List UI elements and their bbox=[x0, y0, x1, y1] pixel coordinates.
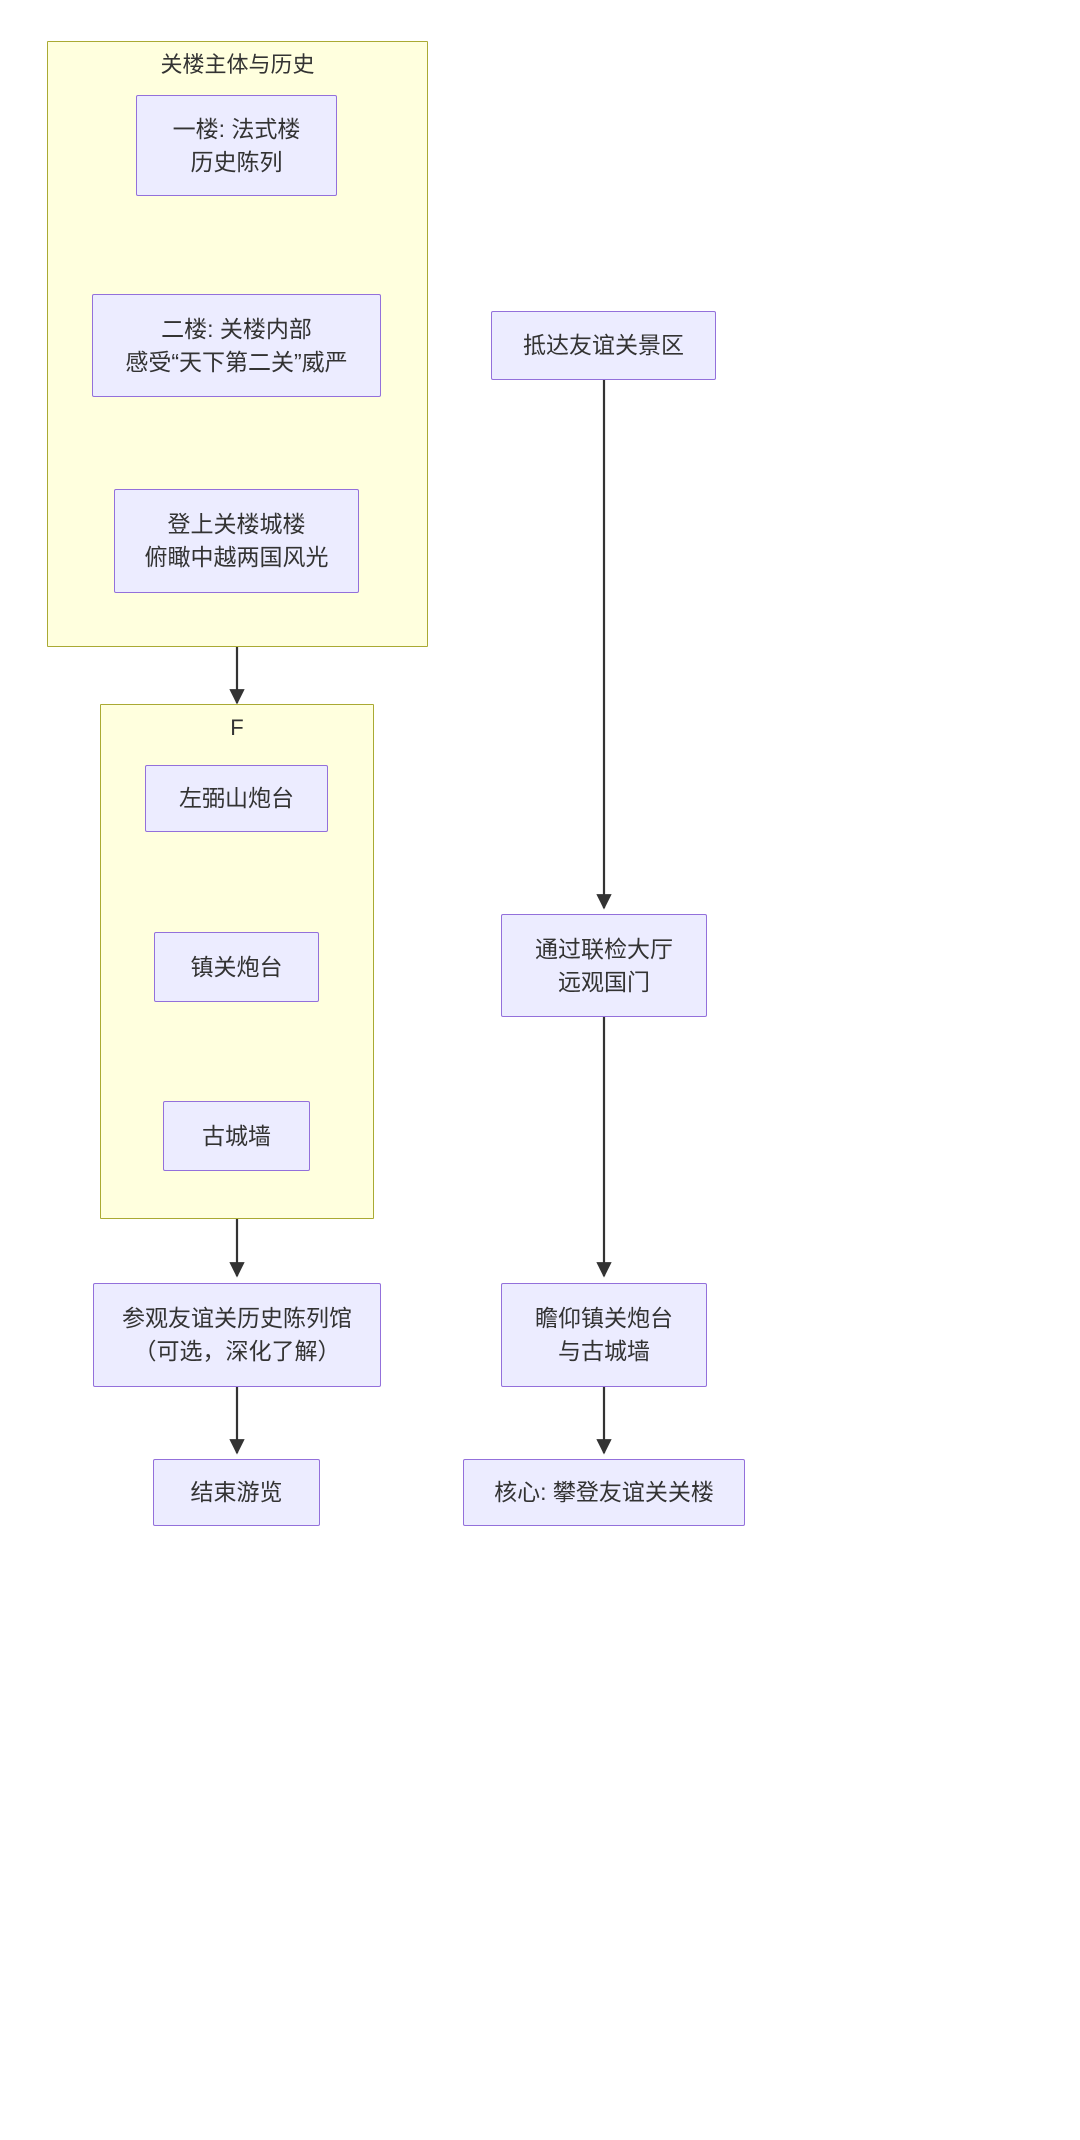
cluster-f-label: F bbox=[230, 715, 244, 740]
node-n1[interactable]: 一楼: 法式楼 历史陈列 bbox=[136, 95, 337, 196]
node-r2[interactable]: 通过联检大厅 远观国门 bbox=[501, 914, 707, 1017]
node-n4[interactable]: 左弼山炮台 bbox=[145, 765, 328, 832]
node-n5[interactable]: 镇关炮台 bbox=[154, 932, 319, 1002]
node-r3[interactable]: 瞻仰镇关炮台 与古城墙 bbox=[501, 1283, 707, 1387]
node-n3[interactable]: 登上关楼城楼 俯瞰中越两国风光 bbox=[114, 489, 359, 593]
node-r4[interactable]: 核心: 攀登友谊关关楼 bbox=[463, 1459, 745, 1526]
node-n6[interactable]: 古城墙 bbox=[163, 1101, 310, 1171]
node-n8[interactable]: 结束游览 bbox=[153, 1459, 320, 1526]
cluster-main-label: 关楼主体与历史 bbox=[160, 52, 315, 77]
node-n2[interactable]: 二楼: 关楼内部 感受“天下第二关”威严 bbox=[92, 294, 381, 397]
node-n7[interactable]: 参观友谊关历史陈列馆 （可选，深化了解） bbox=[93, 1283, 381, 1387]
node-r1[interactable]: 抵达友谊关景区 bbox=[491, 311, 716, 380]
